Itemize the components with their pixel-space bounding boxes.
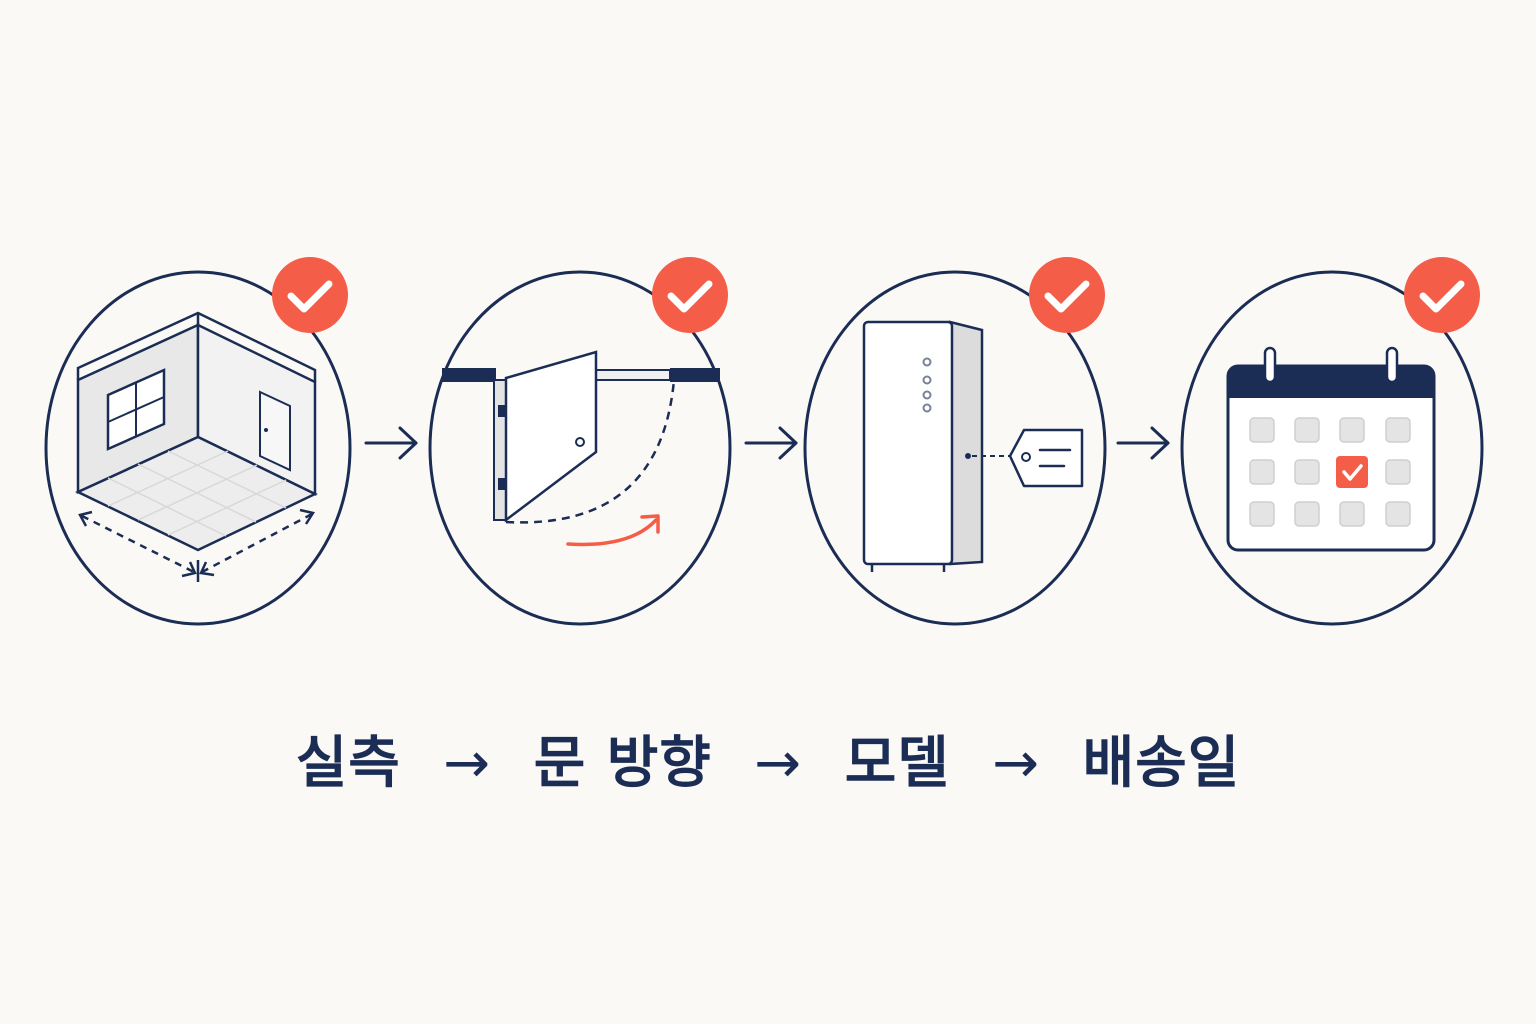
- fridge-model-tag-icon: [862, 320, 1084, 572]
- arrow-right-icon: [364, 426, 418, 460]
- caption-arrow: →: [443, 731, 492, 796]
- arrow-right-icon: [1116, 426, 1170, 460]
- step-3-label: 모델: [844, 731, 950, 796]
- step-1-label: 실측: [295, 731, 401, 796]
- step-4-label: 배송일: [1082, 731, 1241, 796]
- step-3-circle: [803, 270, 1107, 626]
- room-measure-icon: [75, 311, 318, 582]
- step-1-measure: [44, 257, 352, 626]
- step-1-check-badge: [272, 257, 348, 333]
- step-4-circle: [1180, 270, 1484, 626]
- calendar-delivery-icon: [1226, 346, 1436, 552]
- step-3-check-badge: [1029, 257, 1105, 333]
- step-2-door: [428, 257, 732, 626]
- step-4-check-badge: [1404, 257, 1480, 333]
- step-1-circle: [44, 270, 352, 626]
- door-swing-icon: [442, 350, 720, 547]
- step-2-check-badge: [652, 257, 728, 333]
- arrow-right-icon: [744, 426, 798, 460]
- process-caption: 실측 → 문 방향 → 모델 → 배송일: [0, 728, 1536, 800]
- step-4-delivery: [1180, 257, 1484, 626]
- caption-arrow: →: [754, 731, 803, 796]
- step-2-circle: [428, 270, 732, 626]
- step-2-label: 문 방향: [533, 731, 712, 796]
- caption-arrow: →: [992, 731, 1041, 796]
- step-3-model: [803, 257, 1107, 626]
